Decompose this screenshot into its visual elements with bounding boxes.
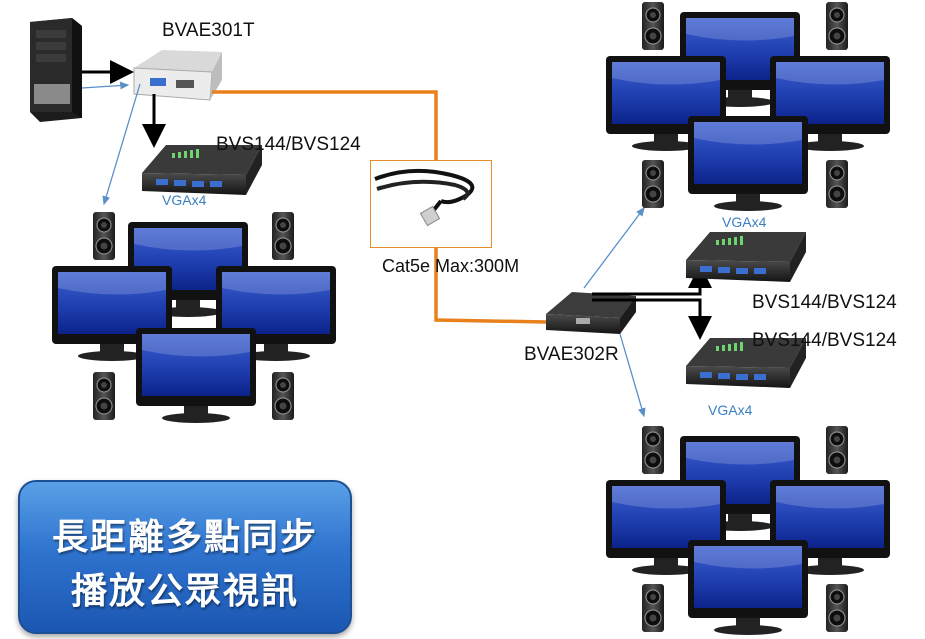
pc-to-transmitter-link [81,81,130,90]
speaker-icon [271,211,295,261]
splitter-right-2-label: BVS144/BVS124 [752,330,897,351]
receiver-to-monitors-link [619,333,646,418]
monitor-icon [136,328,256,423]
transmitter-to-monitors-link [102,83,141,206]
right-top-monitor-group [606,1,890,211]
banner-line-2: 播放公眾視訊 [70,571,299,612]
transmitter-box-icon [133,50,222,101]
receiver-to-monitors-link [583,206,645,289]
vga-right-bottom-label: VGAx4 [708,402,753,418]
speaker-icon [825,1,849,51]
speaker-icon [92,371,116,421]
monitor-icon [688,540,808,635]
title-banner: 長距離多點同步 播放公眾視訊 [18,480,352,634]
transmitter-label: BVAE301T [162,20,255,41]
cat5e-cable-line [434,246,547,324]
speaker-icon [92,211,116,261]
speaker-icon [641,425,665,475]
speaker-icon [271,371,295,421]
cable-drawing [374,168,475,227]
vga-right-top-label: VGAx4 [722,214,767,230]
splitter-box-icon [686,232,806,282]
vga-left-label: VGAx4 [162,192,207,208]
speaker-icon [641,1,665,51]
speaker-icon [641,583,665,633]
speaker-icon [641,159,665,209]
banner-line-1: 長距離多點同步 [51,517,318,558]
monitor-icon [688,116,808,211]
cat5e-cable-icon [370,160,492,248]
receiver-to-splitter-arrow [592,298,712,340]
right-bottom-monitor-group [606,425,890,635]
receiver-label: BVAE302R [524,344,619,365]
splitter-right-1-label: BVS144/BVS124 [752,292,897,313]
cat5e-cable-line [212,90,438,160]
cable-label: Cat5e Max:300M [382,256,520,276]
left-monitor-group [52,211,336,423]
receiver-to-splitter-arrow [592,264,712,296]
speaker-icon [825,425,849,475]
receiver-box-icon [546,292,636,334]
speaker-icon [825,583,849,633]
computer-tower-icon [30,18,82,122]
splitter-left-label: BVS144/BVS124 [216,134,361,155]
speaker-icon [825,159,849,209]
